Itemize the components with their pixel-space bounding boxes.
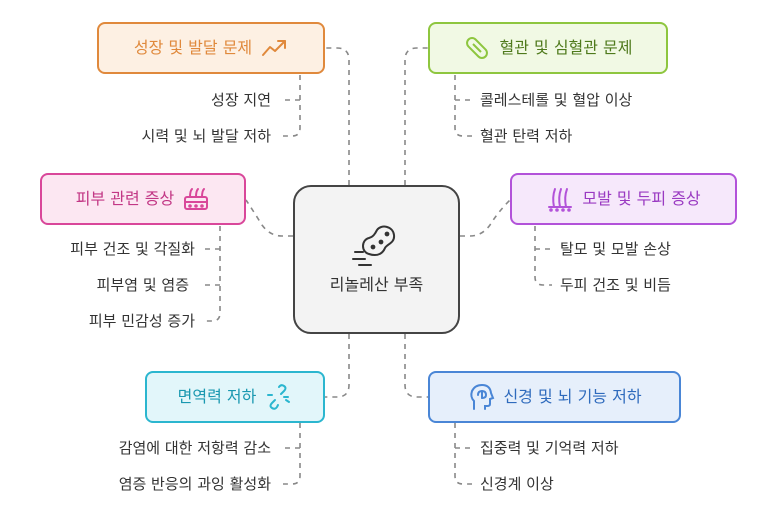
central-topic: 리놀레산 부족 xyxy=(293,185,460,334)
central-topic-title: 리놀레산 부족 xyxy=(329,274,424,294)
branch-skin: 피부 관련 증상 xyxy=(40,173,246,225)
leaf-nerve-2: 신경계 이상 xyxy=(480,475,554,493)
leaf-skin-2: 피부염 및 염증 xyxy=(96,276,189,294)
leaf-skin-1: 피부 건조 및 각질화 xyxy=(70,240,195,258)
leaf-growth-2: 시력 및 뇌 발달 저하 xyxy=(141,127,271,145)
hair-scalp-icon xyxy=(546,185,574,213)
peanut-icon xyxy=(351,224,403,268)
leaf-nerve-1: 집중력 및 기억력 저하 xyxy=(480,439,619,457)
brain-head-icon xyxy=(467,383,495,411)
leaf-growth-1: 성장 지연 xyxy=(211,91,271,109)
branch-cardio: 혈관 및 심혈관 문제 xyxy=(428,22,668,74)
branch-nerve-label: 신경 및 뇌 기능 저하 xyxy=(503,387,642,406)
branch-hair-label: 모발 및 두피 증상 xyxy=(582,189,701,208)
leaf-hair-2: 두피 건조 및 비듬 xyxy=(560,276,671,294)
leaf-cardio-1: 콜레스테롤 및 혈압 이상 xyxy=(480,91,633,109)
leaf-hair-1: 탈모 및 모발 손상 xyxy=(560,240,671,258)
branch-growth: 성장 및 발달 문제 xyxy=(97,22,325,74)
leaf-cardio-2: 혈관 탄력 저하 xyxy=(480,127,573,145)
leaf-immune-2: 염증 반응의 과잉 활성화 xyxy=(118,475,271,493)
branch-skin-label: 피부 관련 증상 xyxy=(75,189,175,208)
link-broken-icon xyxy=(264,383,292,411)
leaf-immune-1: 감염에 대한 저항력 감소 xyxy=(118,439,271,457)
leaf-skin-3: 피부 민감성 증가 xyxy=(88,312,195,330)
branch-immune-label: 면역력 저하 xyxy=(177,387,257,406)
branch-nerve: 신경 및 뇌 기능 저하 xyxy=(428,371,681,423)
trend-up-icon xyxy=(260,34,288,62)
branch-immune: 면역력 저하 xyxy=(145,371,325,423)
branch-growth-label: 성장 및 발달 문제 xyxy=(133,38,253,57)
branch-hair: 모발 및 두피 증상 xyxy=(510,173,737,225)
branch-cardio-label: 혈관 및 심혈관 문제 xyxy=(499,38,633,57)
skin-icon xyxy=(182,185,210,213)
pill-icon xyxy=(463,34,491,62)
